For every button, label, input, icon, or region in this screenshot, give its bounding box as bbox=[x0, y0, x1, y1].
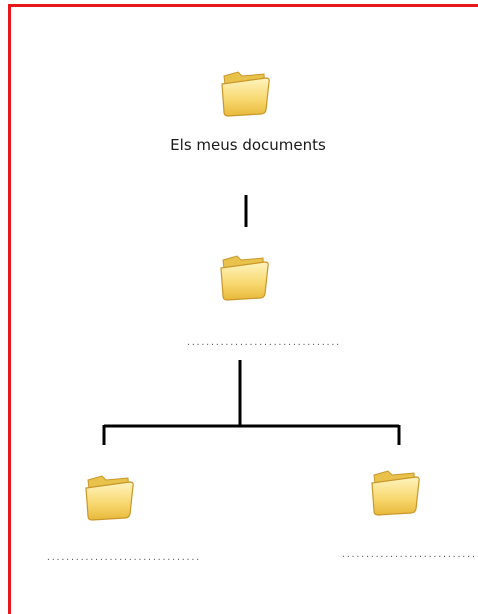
root-folder-icon bbox=[218, 66, 274, 120]
left-child-folder-icon bbox=[82, 470, 138, 524]
left-child-placeholder: ................................ bbox=[46, 553, 201, 562]
middle-folder-icon bbox=[217, 250, 273, 304]
middle-folder-placeholder: ................................ bbox=[186, 338, 341, 347]
right-child-placeholder: ................................ bbox=[341, 550, 478, 559]
right-child-folder-icon bbox=[368, 465, 424, 519]
root-folder-label: Els meus documents bbox=[170, 136, 326, 154]
diagram-frame bbox=[8, 4, 478, 614]
